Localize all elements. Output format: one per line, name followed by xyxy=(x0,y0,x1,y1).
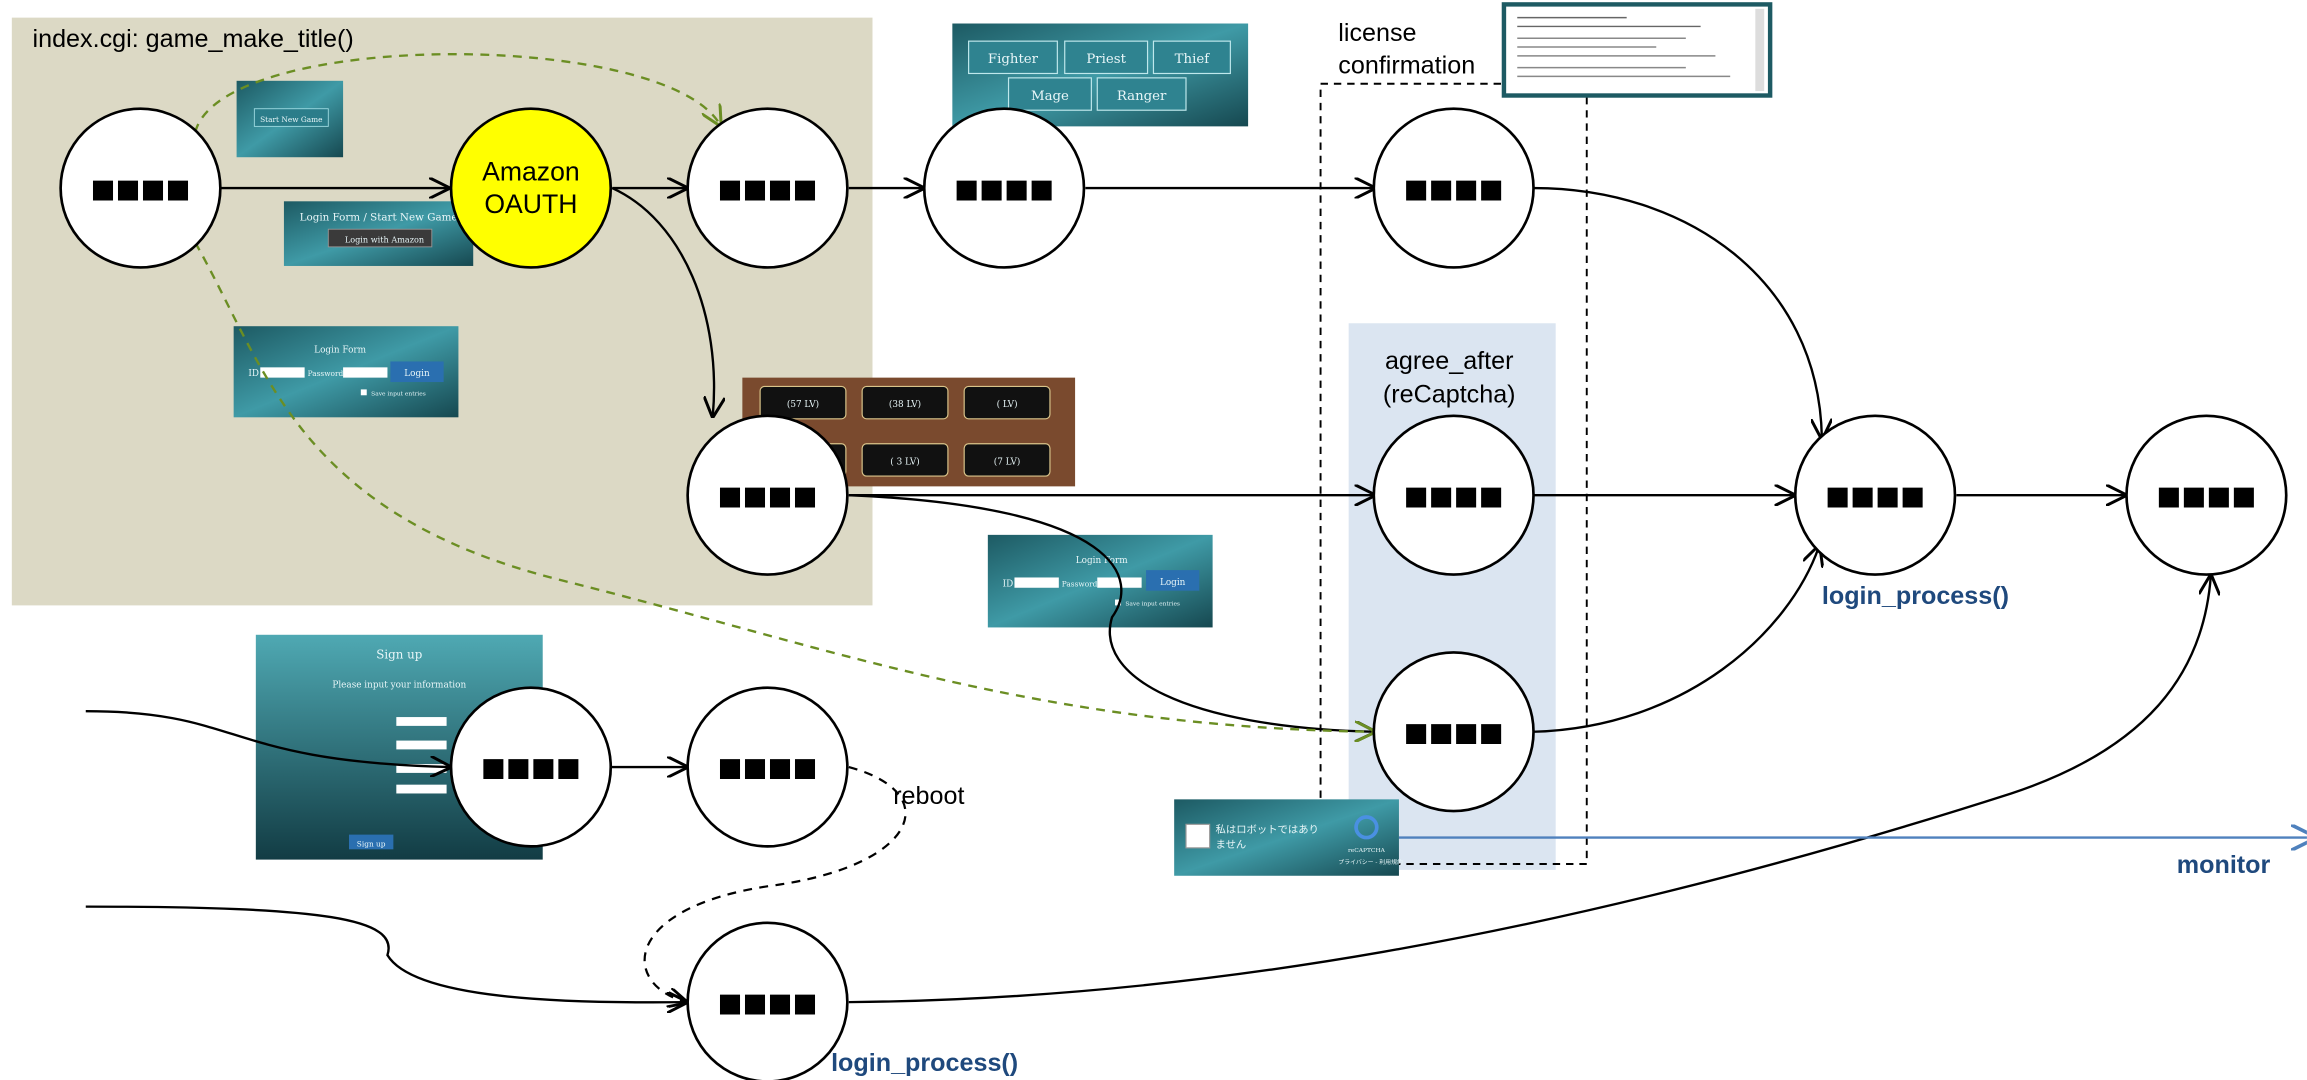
license-label-1: license xyxy=(1338,19,1416,47)
svg-text:■■■■: ■■■■ xyxy=(1404,473,1504,519)
connectors xyxy=(85,188,2211,1002)
svg-text:■■■■: ■■■■ xyxy=(90,166,190,212)
svg-text:Password: Password xyxy=(1062,579,1098,588)
svg-text:■■■■: ■■■■ xyxy=(2156,473,2256,519)
thumb-login-form-2: Login Form ID Password Login Save input … xyxy=(987,534,1213,628)
svg-text:Login Form: Login Form xyxy=(314,346,366,356)
svg-text:Login with Amazon: Login with Amazon xyxy=(345,234,424,244)
svg-text:Save input entries: Save input entries xyxy=(1125,601,1180,607)
svg-text:Login Form / Start New Game: Login Form / Start New Game xyxy=(300,211,458,223)
svg-text:(38 LV): (38 LV) xyxy=(889,399,921,410)
node-title: ■■■■ xyxy=(59,107,222,269)
node-license: ■■■■ xyxy=(1372,107,1535,269)
node-amazon-oauth: Amazon OAUTH xyxy=(449,107,613,269)
svg-text:■■■■: ■■■■ xyxy=(717,980,817,1026)
agree-after-label-1: agree_after xyxy=(1385,347,1514,375)
svg-text:( 3 LV): ( 3 LV) xyxy=(890,456,919,467)
svg-text:( LV): ( LV) xyxy=(997,399,1018,410)
node-rebooted: ■■■■ xyxy=(686,921,849,1080)
svg-text:Priest: Priest xyxy=(1086,52,1126,67)
svg-text:ID: ID xyxy=(248,369,259,379)
login-process-label-bottom: login_process() xyxy=(831,1049,1018,1077)
thumb-login-form-1: Login Form ID Password Login Save input … xyxy=(233,326,459,418)
reboot-label: reboot xyxy=(893,782,964,810)
svg-text:ません: ません xyxy=(1216,839,1247,851)
svg-text:■■■■: ■■■■ xyxy=(1404,710,1504,756)
svg-text:■■■■: ■■■■ xyxy=(954,166,1054,212)
svg-text:Mage: Mage xyxy=(1031,89,1069,104)
svg-text:Password: Password xyxy=(308,369,344,378)
svg-text:■■■■: ■■■■ xyxy=(717,166,817,212)
node-character-select: ■■■■ xyxy=(686,414,849,576)
svg-text:(57 LV): (57 LV) xyxy=(787,399,819,410)
svg-text:Start New Game: Start New Game xyxy=(260,115,322,124)
node-login-process: ■■■■ xyxy=(1793,414,1957,576)
svg-text:私はロボットではあり: 私はロボットではあり xyxy=(1216,824,1319,836)
monitor-label: monitor xyxy=(2177,851,2271,879)
node-class-select: ■■■■ xyxy=(922,107,1086,269)
node-agree-after-1: ■■■■ xyxy=(1372,414,1535,576)
thumb-license-document xyxy=(1501,2,1773,98)
svg-text:Amazon: Amazon xyxy=(482,157,580,187)
svg-text:Login: Login xyxy=(404,369,430,379)
svg-text:Save input entries: Save input entries xyxy=(371,391,426,397)
thumb-login-amazon: Login Form / Start New Game Login with A… xyxy=(283,201,474,266)
node-after-signup: ■■■■ xyxy=(686,686,849,848)
svg-text:Sign up: Sign up xyxy=(376,647,422,661)
region-title: index.cgi: game_make_title() xyxy=(33,25,354,53)
thumb-start-game: Start New Game xyxy=(236,80,344,158)
node-final: ■■■■ xyxy=(2125,414,2288,576)
svg-text:■■■■: ■■■■ xyxy=(717,473,817,519)
svg-text:Sign up: Sign up xyxy=(357,839,386,848)
agree-after-label-2: (reCaptcha) xyxy=(1383,381,1516,409)
node-after-oauth: ■■■■ xyxy=(686,107,849,269)
svg-text:■■■■: ■■■■ xyxy=(717,745,817,791)
svg-text:■■■■: ■■■■ xyxy=(481,745,581,791)
node-agree-after-2: ■■■■ xyxy=(1372,651,1535,813)
svg-text:Ranger: Ranger xyxy=(1117,89,1167,104)
login-process-label-right: login_process() xyxy=(1822,582,2009,610)
svg-text:(7 LV): (7 LV) xyxy=(994,456,1021,467)
svg-text:OAUTH: OAUTH xyxy=(484,189,577,219)
svg-text:■■■■: ■■■■ xyxy=(1825,473,1925,519)
svg-text:■■■■: ■■■■ xyxy=(1404,166,1504,212)
dashed-connectors xyxy=(194,53,1374,732)
svg-text:Thief: Thief xyxy=(1175,52,1211,67)
license-label-2: confirmation xyxy=(1338,52,1475,80)
thumb-class-select: Fighter Priest Thief Mage Ranger xyxy=(952,23,1249,127)
reboot-connector xyxy=(643,765,907,1002)
svg-text:Please input your information: Please input your information xyxy=(332,681,466,691)
svg-text:ID: ID xyxy=(1003,579,1014,589)
thumb-recaptcha: 私はロボットではあり ません reCAPTCHA プライバシー - 利用規約 xyxy=(1174,799,1403,876)
svg-text:Fighter: Fighter xyxy=(988,52,1039,67)
svg-text:reCAPTCHA: reCAPTCHA xyxy=(1348,848,1386,854)
node-signup: ■■■■ xyxy=(449,686,613,848)
svg-text:プライバシー - 利用規約: プライバシー - 利用規約 xyxy=(1338,858,1403,866)
svg-text:Login: Login xyxy=(1160,578,1186,588)
svg-text:Login Form: Login Form xyxy=(1076,556,1128,566)
